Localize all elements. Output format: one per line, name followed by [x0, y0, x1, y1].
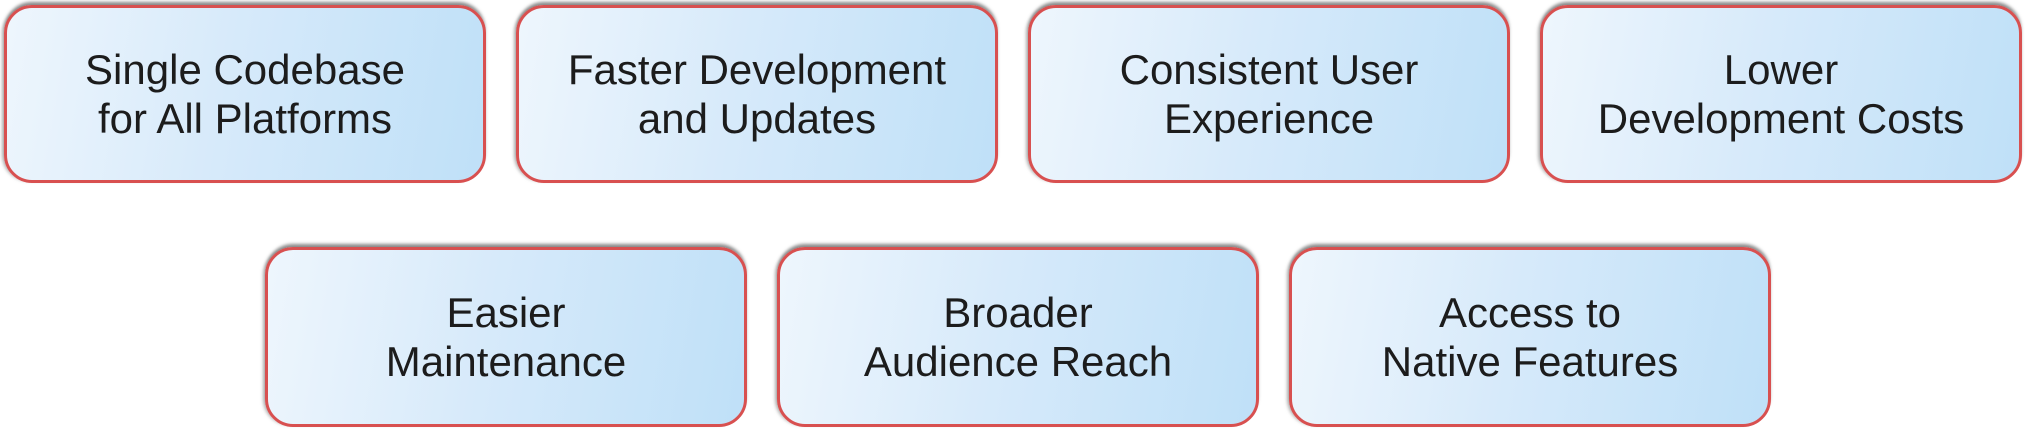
benefit-label: Consistent User Experience — [1120, 45, 1419, 143]
benefit-box-lower-costs: Lower Development Costs — [1540, 5, 2022, 183]
benefit-box-consistent-ux: Consistent User Experience — [1028, 5, 1510, 183]
benefit-label: Lower Development Costs — [1598, 45, 1965, 143]
benefit-label-line2: for All Platforms — [97, 95, 393, 142]
benefit-label-line2: Maintenance — [385, 338, 627, 385]
benefit-box-broader-reach: Broader Audience Reach — [777, 247, 1259, 427]
benefit-label-line1: Access to — [1438, 289, 1622, 336]
benefit-label-line2: and Updates — [637, 95, 877, 142]
benefit-label: Single Codebase for All Platforms — [85, 45, 405, 143]
benefit-label-line2: Experience — [1163, 95, 1375, 142]
benefit-label: Easier Maintenance — [386, 288, 627, 386]
benefit-box-single-codebase: Single Codebase for All Platforms — [4, 5, 486, 183]
benefit-label-line2: Native Features — [1381, 338, 1679, 385]
benefit-label: Access to Native Features — [1382, 288, 1678, 386]
benefit-label-line1: Lower — [1723, 46, 1839, 93]
benefit-box-faster-development: Faster Development and Updates — [516, 5, 998, 183]
benefit-label-line1: Easier — [446, 289, 566, 336]
benefit-box-native-features: Access to Native Features — [1289, 247, 1771, 427]
benefit-label: Broader Audience Reach — [864, 288, 1172, 386]
benefit-label-line1: Consistent User — [1119, 46, 1419, 93]
benefit-label-line1: Broader — [943, 289, 1093, 336]
benefit-label-line2: Audience Reach — [863, 338, 1173, 385]
benefit-label-line2: Development Costs — [1597, 95, 1965, 142]
benefit-label-line1: Single Codebase — [85, 46, 405, 93]
benefit-box-easier-maintenance: Easier Maintenance — [265, 247, 747, 427]
benefit-label: Faster Development and Updates — [568, 45, 946, 143]
benefit-label-line1: Faster Development — [567, 46, 947, 93]
